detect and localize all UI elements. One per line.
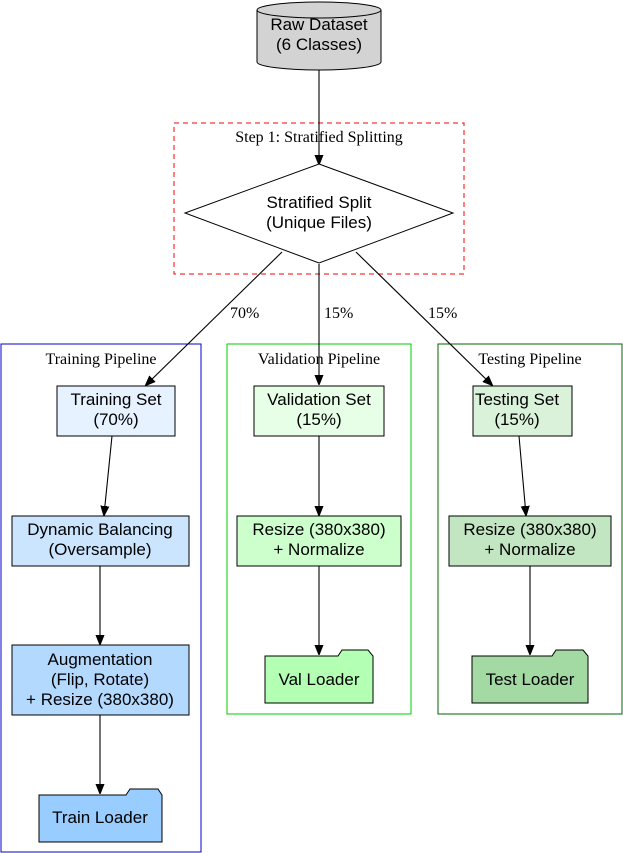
validation-set-percent: (15%) xyxy=(296,410,341,429)
cluster-training: Training Pipeline xyxy=(0,343,202,853)
raw-dataset-title: Raw Dataset xyxy=(270,15,368,34)
train-loader-label: Train Loader xyxy=(52,808,148,827)
training-set-node: Training Set (70%) xyxy=(56,385,176,437)
edge-trainset-to-balancing xyxy=(104,435,113,515)
cluster-training-label: Training Pipeline xyxy=(46,351,157,368)
test-loader-node: Test Loader xyxy=(471,649,589,704)
training-set-title: Training Set xyxy=(70,390,161,409)
val-loader-label: Val Loader xyxy=(279,670,360,689)
edge-label-train: 70% xyxy=(230,305,259,322)
cluster-testing-label: Testing Pipeline xyxy=(478,351,581,368)
test-loader-label: Test Loader xyxy=(486,670,575,689)
testing-set-title: Testing Set xyxy=(475,390,559,409)
edge-split-to-train xyxy=(146,251,283,385)
edge-label-val: 15% xyxy=(324,305,353,322)
val-loader-node: Val Loader xyxy=(264,649,374,704)
val-resize-title: Resize (380x380) xyxy=(252,520,385,539)
edge-split-to-test xyxy=(355,251,492,385)
validation-set-node: Validation Set (15%) xyxy=(253,385,385,437)
split-subtitle: (Unique Files) xyxy=(266,213,372,232)
testing-set-percent: (15%) xyxy=(494,410,539,429)
val-resize-node: Resize (380x380) + Normalize xyxy=(236,515,402,567)
test-resize-node: Resize (380x380) + Normalize xyxy=(448,515,612,567)
val-resize-normalize: + Normalize xyxy=(273,540,364,559)
test-resize-title: Resize (380x380) xyxy=(463,520,596,539)
augmentation-ops: (Flip, Rotate) xyxy=(51,670,149,689)
edge-testset-to-resize xyxy=(518,435,526,515)
balancing-subtitle: (Oversample) xyxy=(49,540,152,559)
augmentation-node: Augmentation (Flip, Rotate) + Resize (38… xyxy=(11,644,190,716)
raw-dataset-subtitle: (6 Classes) xyxy=(276,35,362,54)
edge-label-test: 15% xyxy=(428,305,457,322)
stratified-split-node: Stratified Split (Unique Files) xyxy=(183,163,455,264)
raw-dataset-node: Raw Dataset (6 Classes) xyxy=(256,1,382,71)
validation-set-title: Validation Set xyxy=(267,390,371,409)
augmentation-resize: + Resize (380x380) xyxy=(26,690,174,709)
edges xyxy=(100,70,530,793)
split-title: Stratified Split xyxy=(267,193,372,212)
balancing-title: Dynamic Balancing xyxy=(27,520,173,539)
train-loader-node: Train Loader xyxy=(38,788,163,843)
testing-set-node: Testing Set (15%) xyxy=(472,385,573,437)
test-resize-normalize: + Normalize xyxy=(484,540,575,559)
training-set-percent: (70%) xyxy=(93,410,138,429)
cluster-testing: Testing Pipeline xyxy=(437,343,623,715)
dynamic-balancing-node: Dynamic Balancing (Oversample) xyxy=(11,515,190,567)
augmentation-title: Augmentation xyxy=(48,650,153,669)
